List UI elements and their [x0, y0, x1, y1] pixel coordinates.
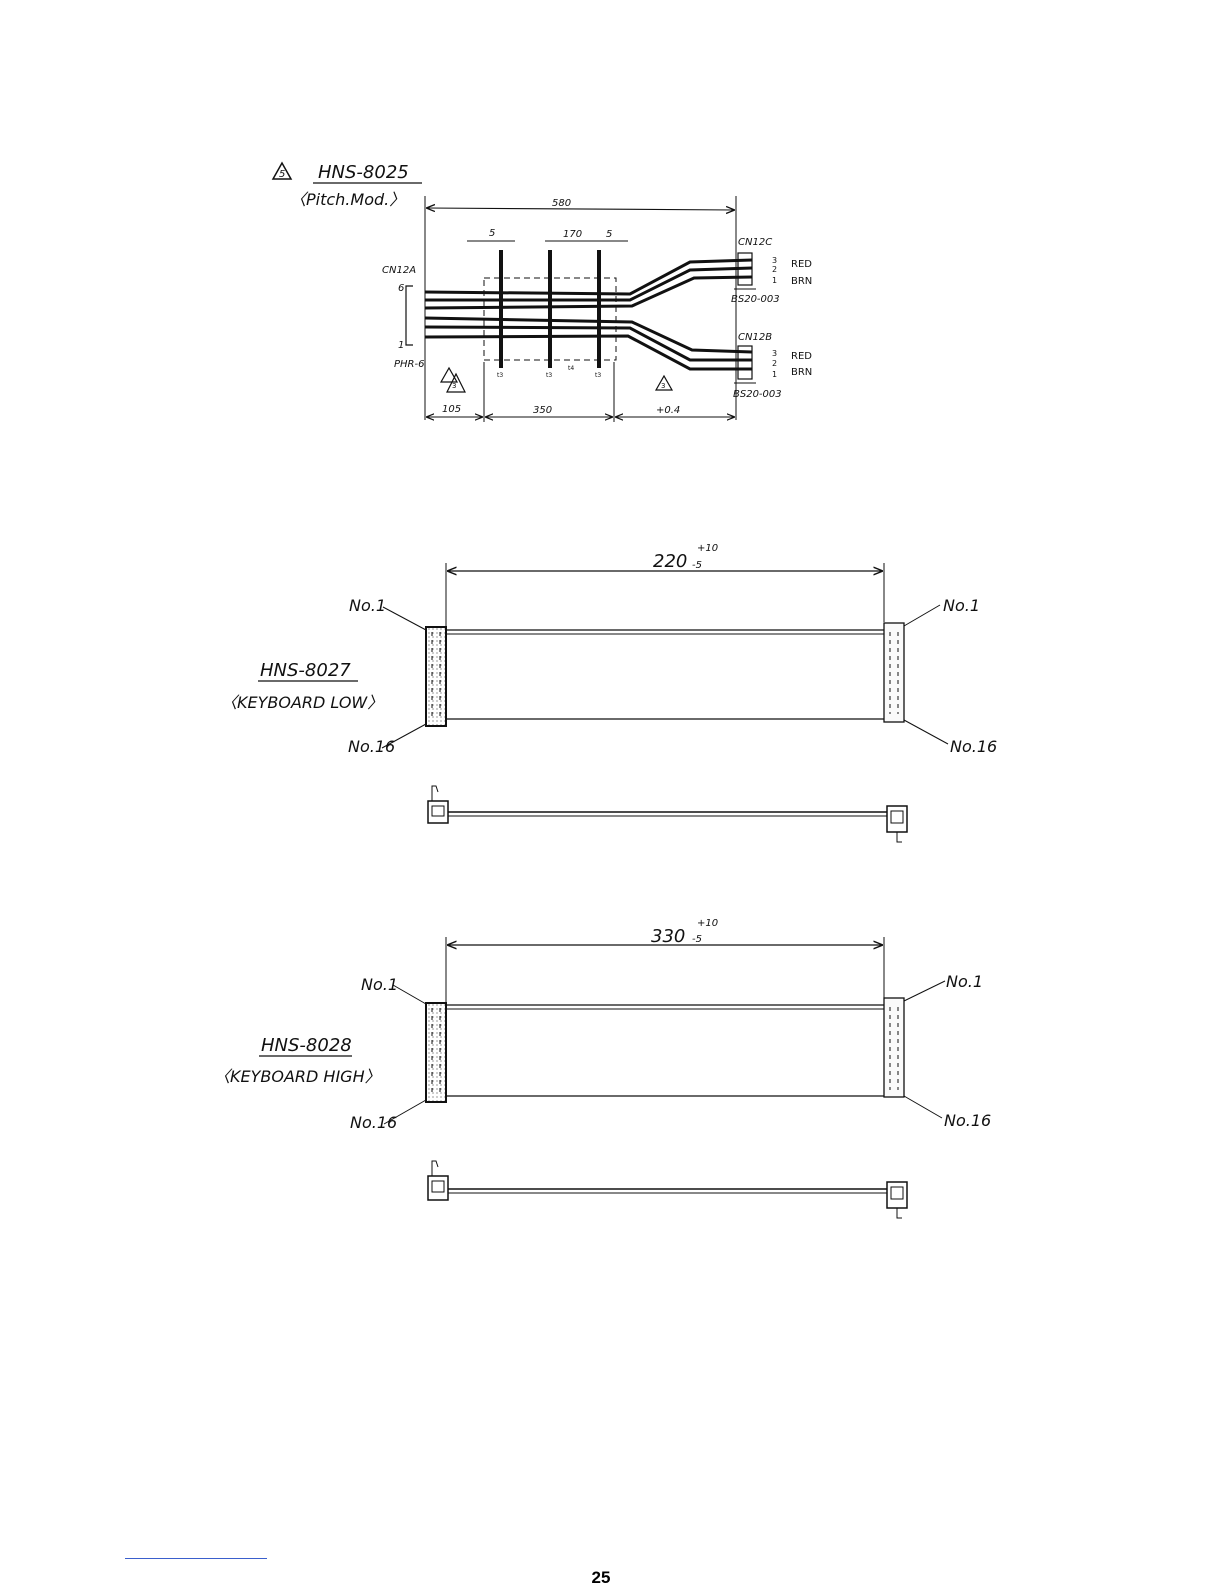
- pin-no16-right: No.16: [950, 737, 997, 756]
- svg-text:3: 3: [661, 382, 665, 390]
- description-8027: 〈KEYBOARD LOW〉: [221, 693, 383, 712]
- connector-type-phr6: PHR-6: [394, 359, 424, 370]
- pin-no1-right: No.1: [943, 596, 980, 615]
- tape-mark: t3: [497, 372, 503, 379]
- wire-brn-label: BRN: [791, 276, 812, 287]
- svg-text:2: 2: [772, 265, 777, 274]
- svg-text:3: 3: [772, 349, 777, 358]
- tol-minus-8027: -5: [692, 560, 702, 571]
- tape-mark: t4: [568, 365, 574, 372]
- pin-no1-right: No.1: [946, 972, 983, 991]
- description-8025: 〈Pitch.Mod.〉: [290, 190, 405, 209]
- dim-tape-b: 5: [606, 229, 612, 240]
- cable-8027-drawing: 220 +10 -5 No.1 No.1 No.16 No.16 HNS-802…: [221, 543, 997, 842]
- svg-text:3: 3: [452, 382, 456, 390]
- connector-left: [426, 627, 446, 726]
- side-view-8028: [428, 1161, 907, 1218]
- part-number-8028: HNS-8028: [261, 1035, 352, 1056]
- pin-no16-right: No.16: [944, 1111, 991, 1130]
- svg-text:3: 3: [772, 256, 777, 265]
- revision-triangle-icon: [441, 368, 457, 382]
- connector-left: [426, 1003, 446, 1102]
- description-8028: 〈KEYBOARD HIGH〉: [214, 1067, 381, 1086]
- tol-minus-8028: -5: [692, 934, 702, 945]
- wire-brn-label: BRN: [791, 367, 812, 378]
- dim-tape-spacing: 170: [563, 229, 582, 240]
- connector-cn12b: CN12B: [738, 332, 772, 343]
- cable-8025-drawing: 5 HNS-8025 〈Pitch.Mod.〉 580 5 170 5 CN12…: [273, 162, 812, 422]
- pin-no16-left: No.16: [350, 1113, 397, 1132]
- housing-cn12c: BS20-003: [731, 294, 780, 305]
- dim-overall: 580: [552, 198, 571, 209]
- tape-mark: t3: [546, 372, 552, 379]
- svg-text:1: 1: [772, 370, 777, 379]
- dim-tape-a: 5: [489, 228, 495, 239]
- connector-cn12c: CN12C: [738, 237, 772, 248]
- pin-bottom: 1: [398, 340, 404, 351]
- revision-mark: 5: [279, 169, 285, 180]
- dim-left: 105: [442, 404, 461, 415]
- svg-text:2: 2: [772, 359, 777, 368]
- wire-red-label: RED: [791, 351, 812, 362]
- pin-no16-left: No.16: [348, 737, 395, 756]
- footer-rule: [125, 1558, 267, 1559]
- dim-right: +0.4: [656, 405, 680, 416]
- svg-text:1: 1: [772, 276, 777, 285]
- tol-plus-8027: +10: [697, 543, 718, 554]
- pin-top: 6: [398, 283, 404, 294]
- connector-cn12a: CN12A: [382, 265, 416, 276]
- tape-mark: t3: [595, 372, 601, 379]
- cable-8028-drawing: 330 +10 -5 No.1 No.1 No.16 No.16 HNS-802…: [214, 918, 991, 1218]
- part-number-8027: HNS-8027: [260, 660, 351, 681]
- wire-red-label: RED: [791, 259, 812, 270]
- length-8028: 330: [651, 926, 685, 947]
- pin-no1-left: No.1: [349, 596, 386, 615]
- page-number: 25: [592, 1568, 611, 1584]
- pin-no1-left: No.1: [361, 975, 398, 994]
- housing-cn12b: BS20-003: [733, 389, 782, 400]
- wire-bundle: [425, 260, 752, 369]
- connector-right: [884, 623, 904, 722]
- dim-mid: 350: [533, 405, 552, 416]
- side-view-8027: [428, 786, 907, 842]
- part-number-8025: HNS-8025: [318, 162, 409, 183]
- tol-plus-8028: +10: [697, 918, 718, 929]
- length-8027: 220: [653, 551, 687, 572]
- connector-right: [884, 998, 904, 1097]
